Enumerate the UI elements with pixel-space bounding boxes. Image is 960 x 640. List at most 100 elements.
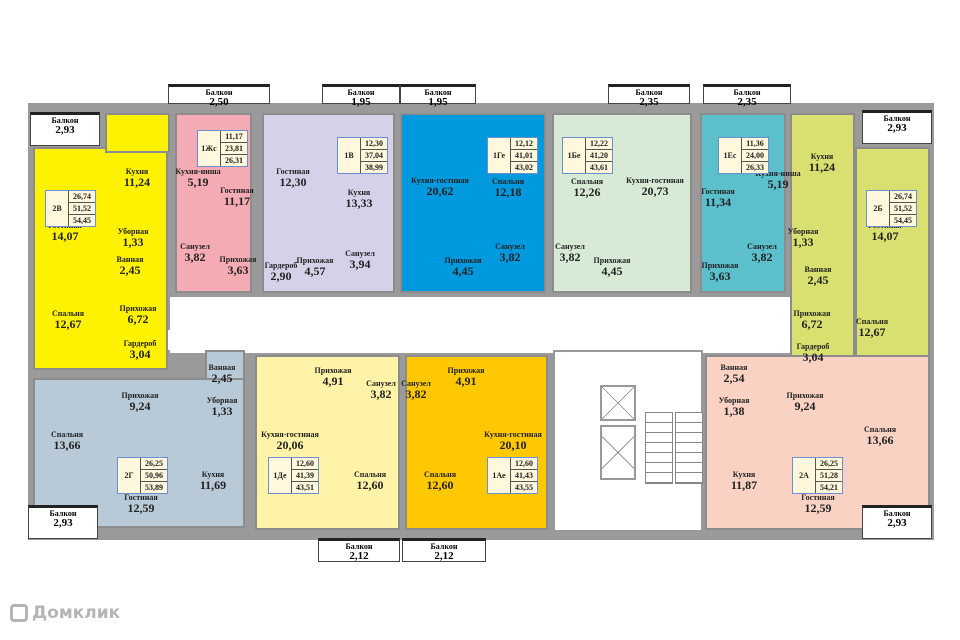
room-name: Гостиная bbox=[276, 167, 310, 176]
apartment-2Г-area[interactable] bbox=[205, 350, 245, 380]
elevator-1 bbox=[600, 385, 636, 421]
balcony-name: Балкон bbox=[635, 88, 663, 97]
room-area: 4,45 bbox=[601, 264, 623, 279]
apartment-2Г-area[interactable] bbox=[33, 378, 245, 528]
room-area: 12,30 bbox=[279, 175, 307, 190]
room-area: 4,91 bbox=[322, 374, 344, 389]
apartment-2Б-area[interactable] bbox=[790, 113, 855, 370]
room-area: 4,45 bbox=[452, 264, 474, 279]
total-area: 50,96 bbox=[141, 470, 167, 482]
total-area: 51,52 bbox=[890, 203, 916, 215]
stairs-flight-2 bbox=[675, 412, 703, 484]
domclick-logo-icon bbox=[10, 604, 28, 622]
apartment-code: 1Ес bbox=[719, 138, 742, 173]
apartment-1Ае-area[interactable] bbox=[405, 355, 548, 530]
room-area: 12,67 bbox=[54, 317, 82, 332]
apartment-2А-area[interactable] bbox=[705, 355, 930, 530]
total-area: 41,01 bbox=[511, 150, 537, 162]
room-area: 4,57 bbox=[304, 264, 326, 279]
room-name: Гостиная bbox=[124, 493, 158, 502]
total-area-with-balcony: 43,51 bbox=[296, 483, 314, 492]
room-name: Прихожая bbox=[593, 256, 631, 265]
balcony-name: Балкон bbox=[49, 509, 77, 518]
room-name: Прихожая bbox=[219, 255, 257, 264]
room-area: 3,04 bbox=[129, 347, 151, 362]
living-area: 26,25 bbox=[141, 458, 167, 470]
apartment-code: 1Ае bbox=[488, 458, 511, 493]
room-area: 14,07 bbox=[51, 229, 79, 244]
room-name: Кухня-гостиная bbox=[411, 176, 469, 185]
room-area: 1,33 bbox=[792, 235, 814, 250]
room-area: 12,60 bbox=[356, 478, 384, 493]
balcony-name: Балкон bbox=[883, 114, 911, 123]
total-area: 41,20 bbox=[586, 150, 612, 162]
apartment-code: 1Де bbox=[269, 458, 292, 493]
apartment-1Де-area[interactable] bbox=[255, 355, 400, 530]
room-area: 3,82 bbox=[405, 387, 427, 402]
room-area: 11,17 bbox=[223, 194, 251, 209]
room-area: 11,87 bbox=[730, 478, 758, 493]
apartment-code: 2Г bbox=[118, 458, 141, 493]
total-area-with-balcony: 43,02 bbox=[515, 163, 533, 172]
room-name: Уборная bbox=[787, 227, 819, 236]
room-area: 3,04 bbox=[802, 350, 824, 365]
room-area: 11,24 bbox=[123, 175, 151, 190]
living-area: 12,12 bbox=[511, 138, 537, 150]
room-area: 20,06 bbox=[276, 438, 304, 453]
room-area: 12,59 bbox=[804, 501, 832, 516]
room-name: Санузел bbox=[401, 379, 431, 388]
room-name: Ванная bbox=[804, 265, 832, 274]
room-name: Гостиная bbox=[220, 186, 254, 195]
apartment-code: 1Бе bbox=[563, 138, 586, 173]
room-name: Спальня bbox=[570, 177, 604, 186]
balcony-area: 2,35 bbox=[639, 96, 659, 109]
total-area-with-balcony: 43,61 bbox=[590, 163, 608, 172]
room-name: Кухня bbox=[125, 167, 149, 176]
room-name: Ванная bbox=[720, 363, 748, 372]
apartment-2В-area[interactable] bbox=[105, 113, 170, 153]
room-name: Прихожая bbox=[444, 256, 482, 265]
total-area: 41,43 bbox=[511, 470, 537, 482]
room-area: 9,24 bbox=[129, 399, 151, 414]
room-name: Уборная bbox=[206, 396, 238, 405]
room-area: 12,59 bbox=[127, 501, 155, 516]
room-area: 2,45 bbox=[211, 371, 233, 386]
room-area: 6,72 bbox=[801, 317, 823, 332]
room-area: 12,18 bbox=[494, 185, 522, 200]
apartment-2В-area[interactable] bbox=[33, 147, 168, 370]
corridor-west bbox=[168, 330, 208, 350]
living-area: 11,36 bbox=[742, 138, 768, 150]
room-area: 2,45 bbox=[807, 273, 829, 288]
